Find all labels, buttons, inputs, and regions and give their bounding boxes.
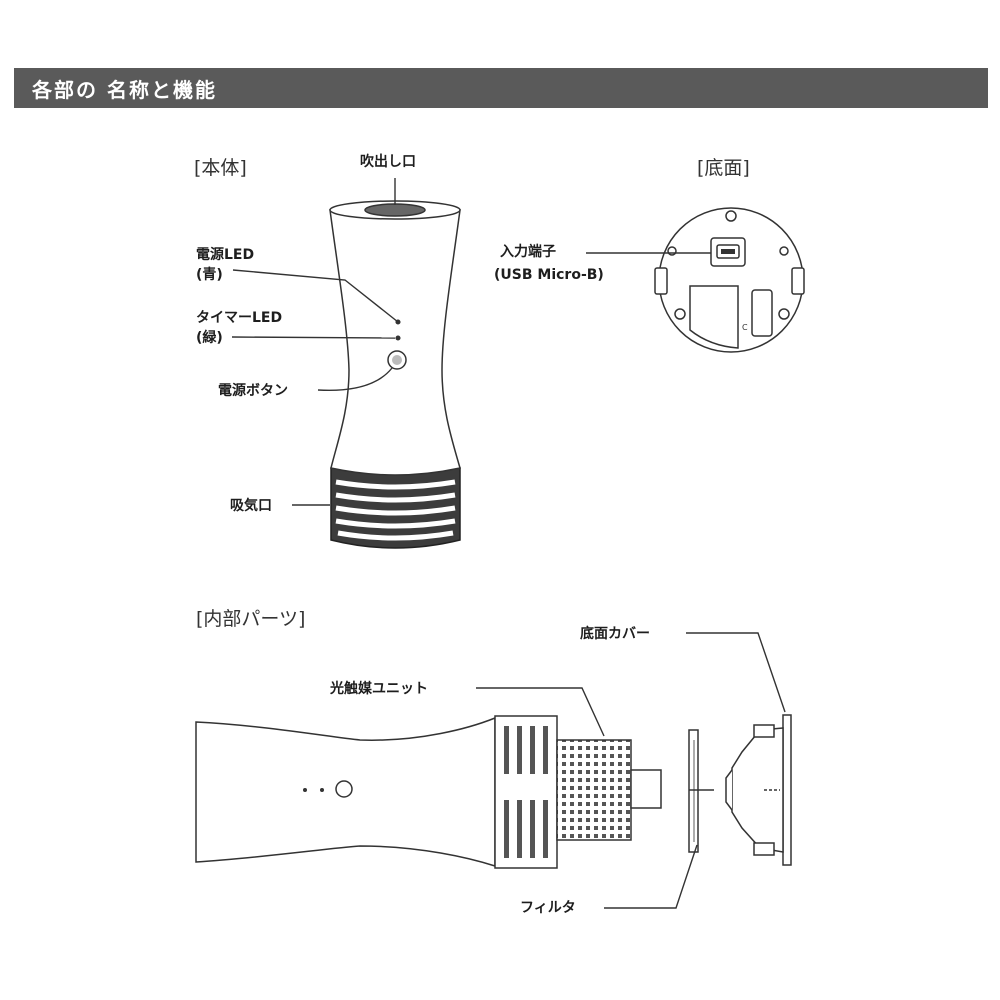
label-intake: 吸気口 bbox=[230, 498, 272, 514]
header-bar: 各部の 名称と機能 bbox=[14, 68, 988, 108]
internal-main-body bbox=[195, 715, 558, 869]
section-body: [本体] bbox=[194, 157, 247, 179]
bottom-view: C bbox=[654, 207, 805, 353]
section-internal: [内部パーツ] bbox=[196, 608, 306, 630]
grille-slots bbox=[504, 726, 548, 858]
bottom-cover-part bbox=[725, 714, 792, 866]
label-power-button: 電源ボタン bbox=[218, 383, 288, 399]
photocatalyst-unit bbox=[556, 739, 662, 841]
label-bottom-cover: 底面カバー bbox=[580, 626, 650, 642]
label-timer-led: タイマーLED bbox=[196, 310, 283, 326]
label-power-led: 電源LED bbox=[196, 247, 255, 263]
main-unit bbox=[329, 200, 461, 549]
label-input-terminal-type: (USB Micro-B) bbox=[494, 267, 604, 283]
label-timer-led-color: (緑) bbox=[196, 330, 223, 346]
intake-slots bbox=[335, 479, 456, 541]
power-button-side bbox=[335, 780, 353, 798]
timer-led bbox=[395, 335, 401, 341]
leaders-internal bbox=[476, 632, 786, 909]
label-photocatalyst-unit: 光触媒ユニット bbox=[330, 681, 428, 697]
svg-text:C: C bbox=[742, 323, 748, 332]
label-filter: フィルタ bbox=[520, 900, 576, 916]
section-bottom: [底面] bbox=[697, 157, 750, 179]
filter-part bbox=[688, 729, 714, 853]
body-shell bbox=[329, 209, 461, 476]
outlet-opening bbox=[364, 203, 426, 217]
label-outlet: 吹出し口 bbox=[360, 154, 416, 170]
label-input-terminal: 入力端子 bbox=[500, 244, 556, 260]
page-title: 各部の 名称と機能 bbox=[32, 78, 217, 102]
leaders-body bbox=[231, 178, 399, 506]
label-power-led-color: (青) bbox=[196, 267, 223, 283]
